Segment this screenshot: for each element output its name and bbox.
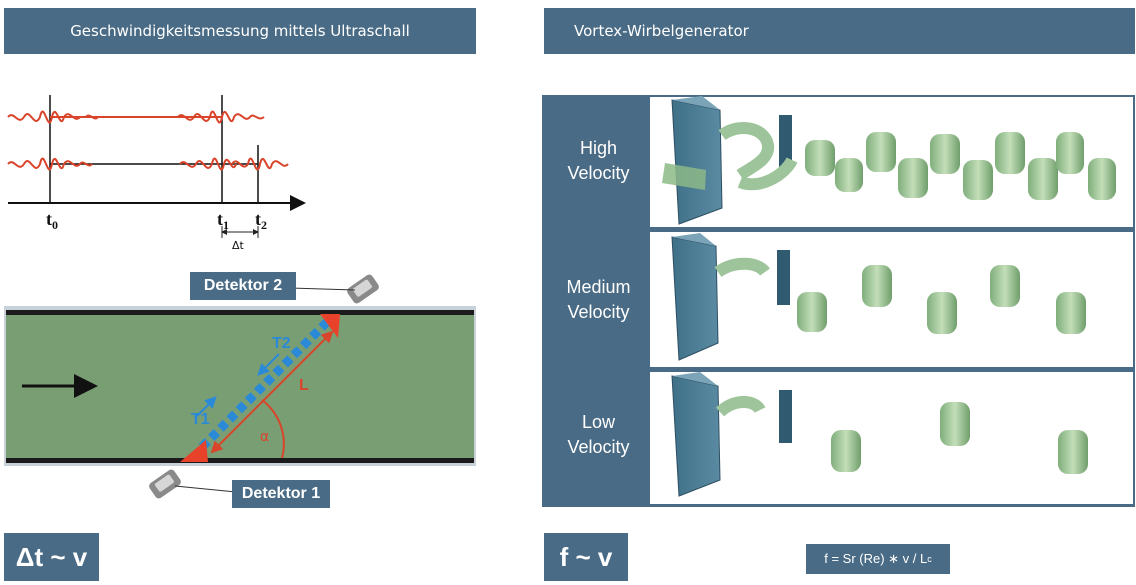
transducer-top [320,314,340,338]
signal-timing-chart: t0 t1 t2 Δt [7,95,306,252]
delta-t-label: Δt [232,239,245,252]
wave-top-left [7,110,99,124]
formula-delta-t: Δt ~ v [4,533,99,581]
detector-1-label: Detektor 1 [232,480,330,508]
length-label: L [299,377,309,394]
angle-arc [261,399,285,459]
detector-1-device [149,469,237,499]
pipe: T1 T2 L α [4,306,476,466]
wave-top-right [177,110,265,124]
wave-bottom-right [231,157,289,171]
wave-bottom-left [7,157,93,171]
length-arrow [210,330,334,454]
t1-beam-label: T1 [191,411,210,428]
left-header: Geschwindigkeitsmessung mittels Ultrasch… [4,8,476,54]
equation-sub: c [927,554,932,564]
alpha-label: α [260,429,269,445]
t2-label: t2 [255,209,267,232]
t2-beam-label: T2 [272,335,291,352]
vortex-medium-scene [671,233,1086,361]
t1-label: t1 [217,209,229,232]
equation-text: f = Sr (Re) ∗ v / L [824,551,928,566]
detector-2-label: Detektor 2 [190,272,296,300]
right-header: Vortex-Wirbelgenerator [544,8,1135,54]
vortex-high-scene [662,96,1116,225]
t0-label: t0 [46,209,58,232]
transducer-bottom [180,440,208,462]
vortex-high-cylinders [805,132,1116,200]
vortex-low-scene [671,372,1088,497]
formula-f: f ~ v [544,533,628,581]
vortex-panel [542,95,1135,507]
detector-2-device [289,274,379,304]
wave-bottom-mid [179,157,237,171]
